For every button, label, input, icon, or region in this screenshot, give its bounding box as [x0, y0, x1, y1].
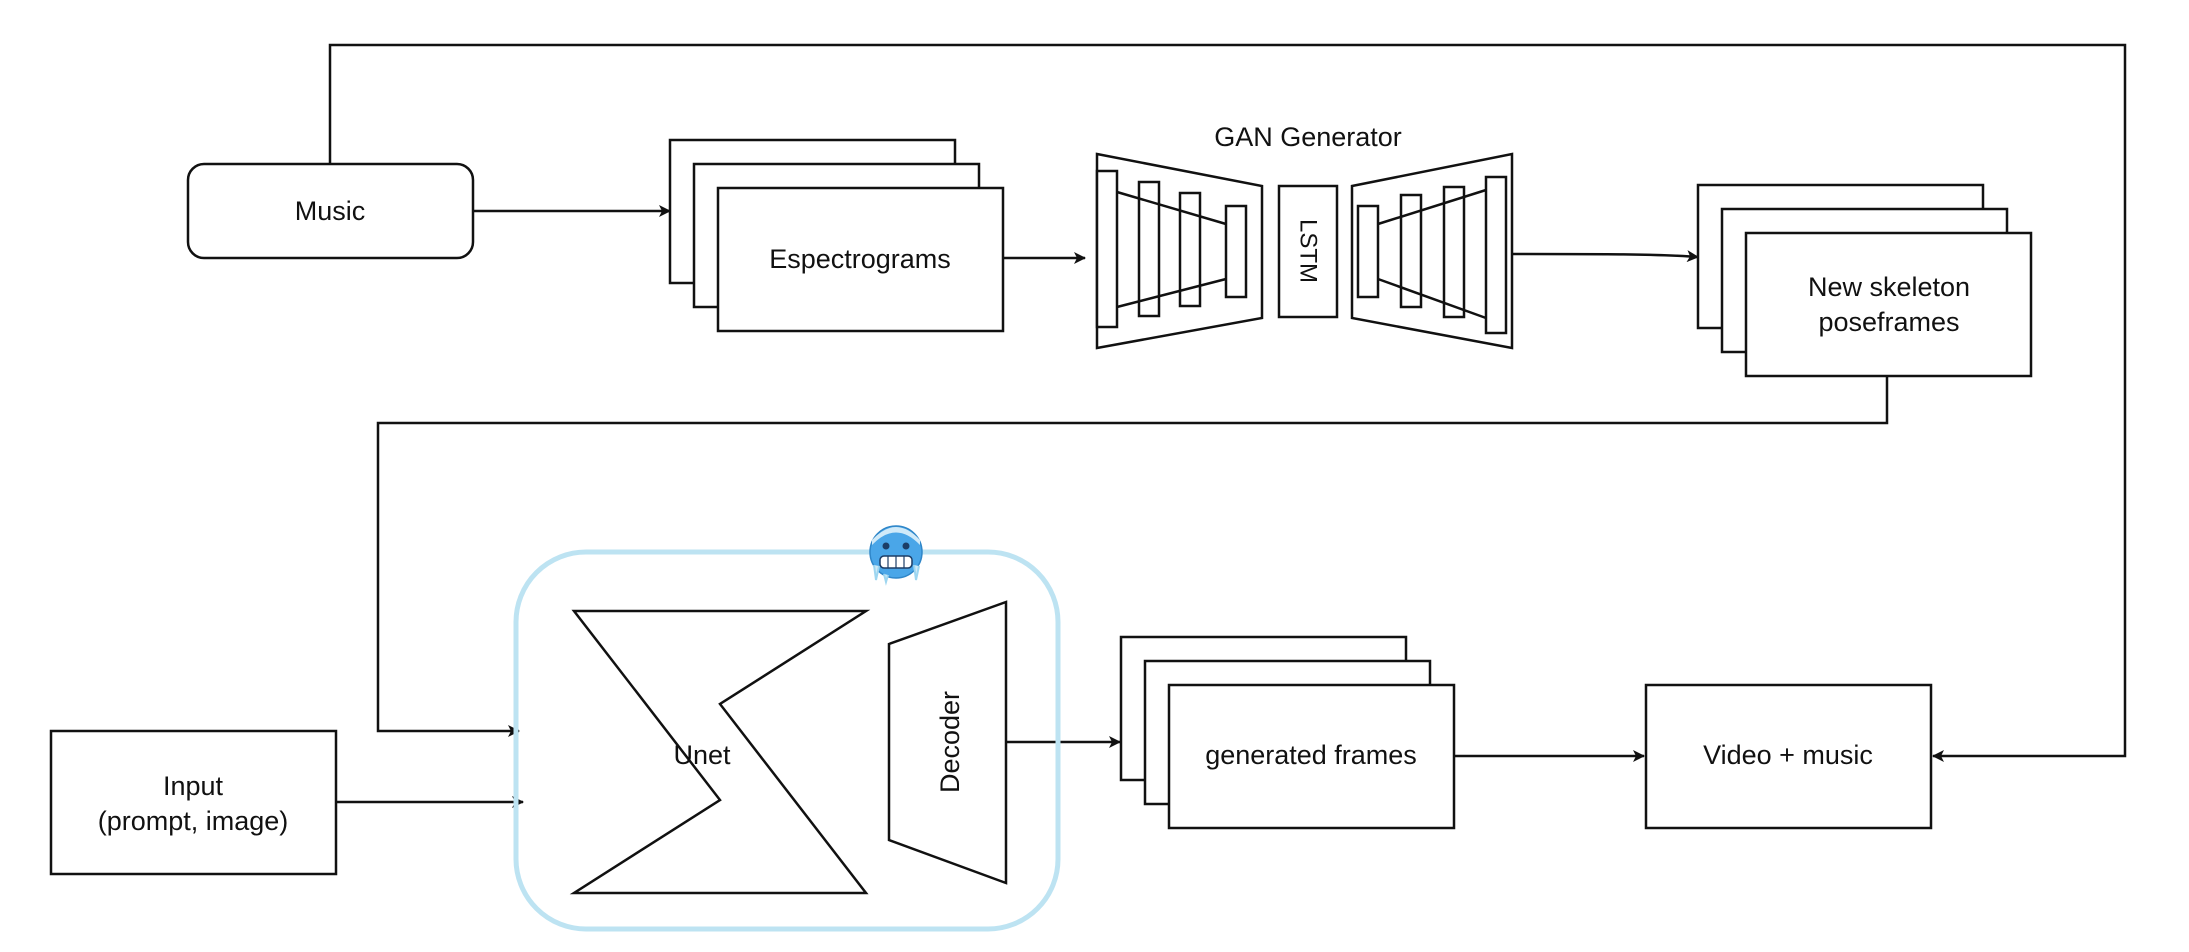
gan-encoder-layer-3	[1178, 191, 1202, 308]
gan-decoder-trapezoid	[1350, 152, 1514, 350]
skeleton-sheet-front	[1744, 231, 2033, 378]
skeleton-label-line1: New skeleton	[1808, 272, 1970, 302]
music-to-video-connector	[328, 43, 2127, 762]
frozen-model-group[interactable]	[513, 549, 1061, 932]
gan-decoder-link-top	[1377, 188, 1487, 226]
gan-decoder-layer-1	[1356, 204, 1380, 299]
music-label: Music	[295, 196, 366, 226]
unet-shape[interactable]	[569, 609, 871, 895]
gan-decoder-layer-2	[1399, 193, 1423, 309]
gan-generator-title: GAN Generator	[1214, 122, 1402, 152]
decoder-label: Decoder	[935, 691, 965, 793]
decoder-shape[interactable]	[887, 600, 1008, 885]
input-node[interactable]	[49, 729, 338, 876]
video-music-node[interactable]	[1644, 683, 1933, 830]
gan-to-skeleton-arrow	[1511, 250, 1699, 263]
input-label-line2: (prompt, image)	[98, 806, 289, 836]
skeleton-poseframes-stack[interactable]	[1696, 183, 2033, 378]
unet-label: Unet	[673, 740, 731, 770]
generated-frames-stack[interactable]	[1119, 635, 1456, 830]
skeleton-label-line2: poseframes	[1818, 307, 1959, 337]
lstm-label: LSTM	[1295, 219, 1322, 283]
gan-decoder-link-bottom	[1377, 277, 1487, 320]
gan-encoder-link-bottom	[1116, 277, 1227, 309]
gan-decoder-layer-4	[1484, 175, 1508, 335]
spectrograms-sheet-front	[716, 186, 1005, 333]
spectrograms-label: Espectrograms	[769, 244, 951, 274]
gan-generator[interactable]	[1095, 152, 1514, 350]
video-music-label: Video + music	[1703, 740, 1873, 770]
music-node[interactable]	[186, 162, 475, 260]
gan-encoder-link-top	[1116, 190, 1227, 226]
skeleton-to-unet-connector	[376, 374, 1889, 737]
frames-sheet-front	[1167, 683, 1456, 830]
gan-encoder-layer-1	[1095, 169, 1119, 329]
input-label-line1: Input	[163, 771, 224, 801]
cold-face-emoji-icon	[869, 525, 923, 586]
spectrograms-stack[interactable]	[668, 138, 1005, 333]
gan-encoder-layer-4	[1224, 204, 1248, 299]
generated-frames-label: generated frames	[1205, 740, 1417, 770]
gan-encoder-layer-2	[1137, 180, 1161, 318]
lstm-block[interactable]	[1277, 184, 1339, 319]
gan-decoder-layer-3	[1442, 185, 1466, 319]
